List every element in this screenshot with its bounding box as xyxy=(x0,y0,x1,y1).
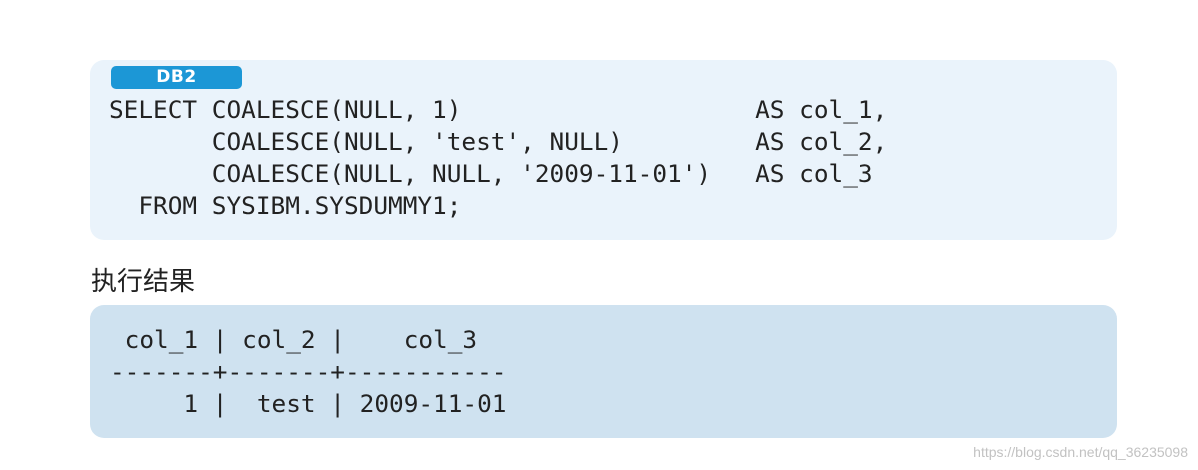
db-badge: DB2 xyxy=(111,66,242,89)
code-line: SELECT COALESCE(NULL, 1) AS col_1, xyxy=(109,95,888,124)
code-block xyxy=(90,60,1117,240)
section-title: 执行结果 xyxy=(91,267,196,297)
code-line: COALESCE(NULL, 'test', NULL) AS col_2, xyxy=(109,127,888,156)
result-block xyxy=(90,305,1117,438)
result-separator: -------+-------+----------- xyxy=(110,357,507,386)
code-line: COALESCE(NULL, NULL, '2009-11-01') AS co… xyxy=(109,159,873,188)
result-data-row: 1 | test | 2009-11-01 xyxy=(110,389,507,418)
watermark: https://blog.csdn.net/qq_36235098 xyxy=(973,444,1188,460)
code-line: FROM SYSIBM.SYSDUMMY1; xyxy=(109,191,462,220)
result-header-row: col_1 | col_2 | col_3 xyxy=(110,325,478,354)
